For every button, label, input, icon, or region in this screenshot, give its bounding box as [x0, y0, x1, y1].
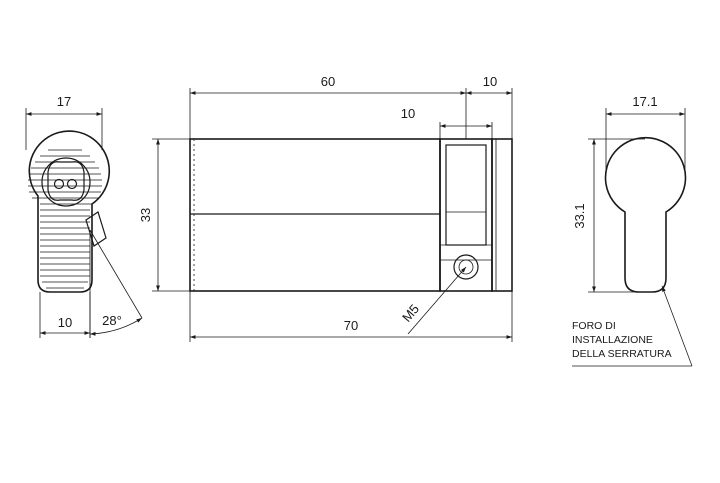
keyway — [47, 161, 85, 201]
front-view-outline — [28, 130, 111, 293]
dimension-hole-width-label: 17.1 — [632, 94, 657, 109]
cam-slot — [445, 144, 487, 246]
screw-hole — [453, 254, 479, 280]
screw-hole-inner — [458, 259, 474, 275]
rear-collar — [491, 138, 513, 292]
dimension-cam-width-label: 10 — [58, 315, 72, 330]
dimension-hole-height-label: 33.1 — [572, 203, 587, 228]
cylinder-body — [189, 138, 441, 292]
dimension-cam-width-side-label: 10 — [401, 106, 415, 121]
note-line-1: FORO DI — [572, 320, 616, 332]
front-view: 17 10 28° — [25, 94, 143, 338]
dimension-cam-offset-label: 10 — [483, 74, 497, 89]
dimension-body-60-label: 60 — [321, 74, 335, 89]
cam-section — [439, 138, 493, 292]
screw-leader — [407, 266, 467, 335]
dimension-front-width-label: 17 — [57, 94, 71, 109]
installation-hole-view: 17.1 33.1 FORO DI INSTALLAZIONE DELLA SE… — [572, 94, 693, 367]
cam — [85, 211, 107, 247]
dimension-total-70-label: 70 — [344, 318, 358, 333]
hole-profile — [604, 136, 687, 293]
plug-circle — [41, 157, 91, 207]
side-view: 60 10 10 33 70 M5 — [138, 74, 513, 342]
dimension-angle — [89, 317, 143, 336]
dimension-angle-label: 28° — [102, 313, 122, 328]
key-pin-hole — [66, 178, 78, 190]
dimension-body-height-label: 33 — [138, 208, 153, 222]
key-pin-hole — [53, 178, 65, 190]
front-view-ribs — [28, 149, 102, 289]
note-line-3: DELLA SERRATURA — [572, 348, 672, 360]
note-line-2: INSTALLAZIONE — [572, 334, 653, 346]
